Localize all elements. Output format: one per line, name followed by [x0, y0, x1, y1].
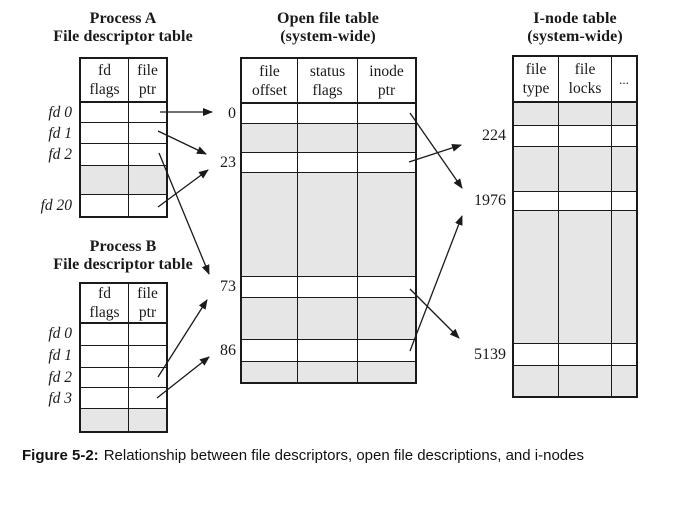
inode-number: 5139	[474, 346, 506, 363]
open-file-entry-row	[242, 277, 415, 298]
fd-entry-row	[81, 324, 166, 346]
open-file-entry-row	[242, 340, 415, 362]
figure-caption-label: Figure 5-2:	[22, 447, 99, 464]
fd-entry-row	[81, 123, 166, 144]
column-header-file-locks: file locks	[558, 57, 611, 101]
open-file-entry-number: 73	[220, 278, 236, 295]
fd-row-label: fd 0	[48, 325, 72, 342]
elided-rows	[514, 366, 636, 396]
process-a-fd-table: fd flags file ptr	[79, 57, 168, 218]
elided-rows	[81, 409, 166, 431]
fd-entry-row	[81, 144, 166, 166]
elided-rows	[514, 103, 636, 126]
elided-rows	[242, 298, 415, 340]
open-file-entry-number: 23	[220, 154, 236, 171]
open-file-entry-row	[242, 153, 415, 173]
column-header-status-flags: status flags	[297, 59, 357, 102]
fd-entry-row	[81, 346, 166, 368]
inode-number: 1976	[474, 192, 506, 209]
column-header-file-ptr: file ptr	[128, 59, 166, 101]
open-file-entry-number: 86	[220, 342, 236, 359]
fd-entry-row	[81, 368, 166, 388]
fd-row-label: fd 2	[48, 369, 72, 386]
elided-rows	[514, 211, 636, 344]
elided-rows	[514, 147, 636, 192]
process-b-title: Process B File descriptor table	[53, 238, 193, 273]
figure-caption: Figure 5-2:Relationship between file des…	[22, 447, 682, 465]
fd-entry-row	[81, 388, 166, 409]
fd-row-label: fd 20	[40, 197, 72, 214]
fd-row-label: fd 3	[48, 390, 72, 407]
elided-rows	[81, 166, 166, 195]
column-header-fd-flags: fd flags	[89, 62, 120, 98]
open-file-entry-number: 0	[228, 105, 236, 122]
process-b-fd-table: fd flags file ptr	[79, 282, 168, 433]
fd-entry-row	[81, 195, 166, 216]
column-header-fd-flags: fd flags	[89, 285, 120, 321]
column-header-file-offset: file offset	[251, 62, 287, 99]
inode-entry-row	[514, 344, 636, 366]
inode-entry-row	[514, 192, 636, 211]
fd-entry-row	[81, 103, 166, 123]
column-header-inode-ptr: inode ptr	[357, 59, 415, 102]
column-header-file-ptr: file ptr	[128, 284, 166, 322]
open-file-entry-row	[242, 104, 415, 124]
elided-rows	[242, 173, 415, 277]
process-a-title: Process A File descriptor table	[53, 10, 193, 45]
column-header-file-type: file type	[522, 61, 550, 97]
column-header-ellipsis: ...	[611, 57, 636, 101]
inode-entry-row	[514, 126, 636, 147]
arrow-open-file-86-to-inode-1976	[409, 215, 463, 352]
arrow-open-file-73-to-inode-5139	[409, 288, 460, 339]
fd-row-label: fd 1	[48, 125, 72, 142]
elided-rows	[242, 362, 415, 382]
inode-number: 224	[482, 127, 506, 144]
fd-row-label: fd 1	[48, 347, 72, 364]
open-file-table-title: Open file table (system-wide)	[277, 10, 379, 45]
elided-rows	[242, 124, 415, 153]
fd-row-label: fd 2	[48, 146, 72, 163]
arrow-open-file-0-to-inode-1976	[409, 112, 463, 189]
fd-row-label: fd 0	[48, 104, 72, 121]
open-file-table: file offset status flags inode ptr	[240, 57, 417, 384]
figure-caption-text: Relationship between file descriptors, o…	[103, 447, 584, 464]
inode-table-title: I-node table (system-wide)	[527, 10, 623, 45]
inode-table: file type file locks ...	[512, 55, 638, 398]
